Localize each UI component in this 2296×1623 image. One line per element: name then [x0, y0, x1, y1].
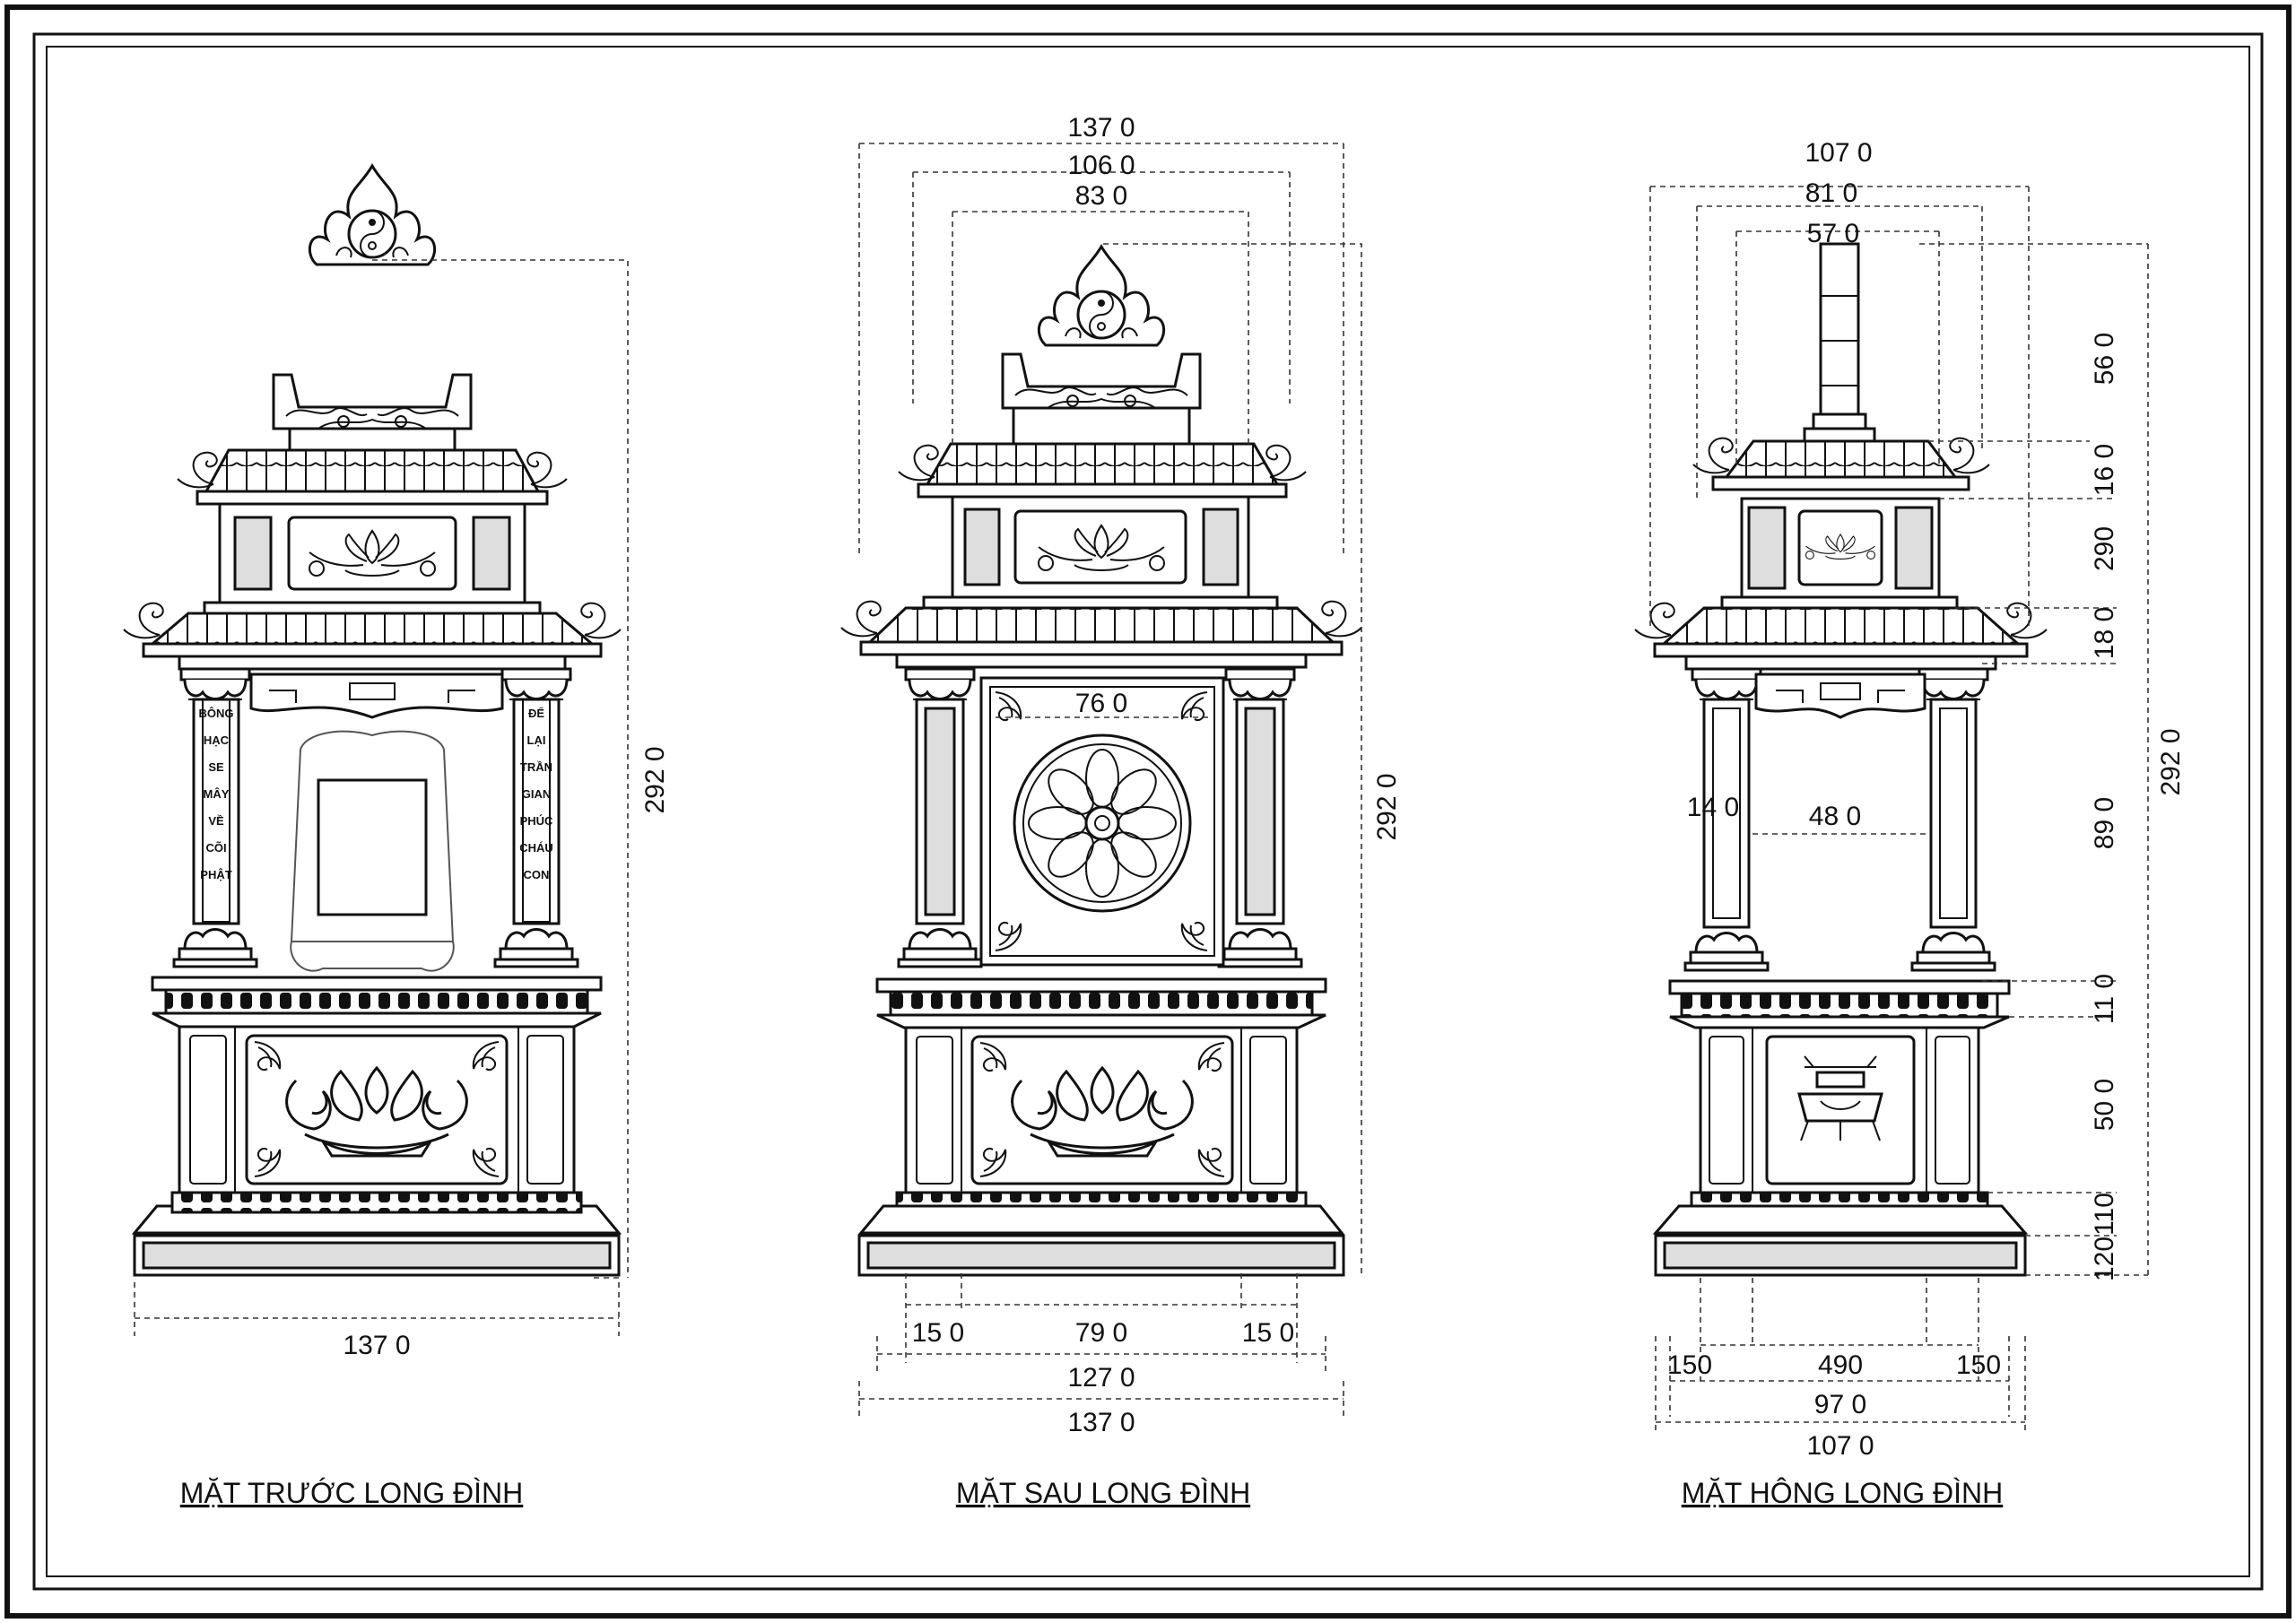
dim-v2: 16 0	[2090, 444, 2119, 496]
view-title: MẶT SAU LONG ĐÌNH	[956, 1477, 1250, 1509]
dim-v6: 11 0	[2090, 974, 2119, 1024]
couplet-char: MÂY	[204, 787, 230, 801]
couplet-char: SE	[208, 760, 224, 774]
dim-b-right: 150	[1956, 1350, 2001, 1380]
dim-top-3: 83 0	[1075, 181, 1127, 211]
dim-v5: 89 0	[2090, 797, 2119, 849]
dim-v3: 290	[2090, 526, 2119, 571]
rear-elevation: 137 0 106 0 83 0 292 0 76 0 15 0 79 0 15…	[840, 113, 1402, 1509]
dim-b-left: 150	[1667, 1350, 1712, 1380]
view-title: MẶT TRƯỚC LONG ĐÌNH	[180, 1477, 524, 1509]
dim-top-3: 57 0	[1807, 219, 1859, 248]
dim-panel: 76 0	[1075, 689, 1127, 718]
couplet-char: LẠI	[527, 733, 546, 747]
dim-v7: 50 0	[2090, 1079, 2119, 1131]
dim-b-mid: 490	[1818, 1350, 1863, 1380]
left-couplet: BÔNG HẠC SE MÂY VỀ CÕI PHẬT	[199, 707, 234, 881]
dim-b-right: 15 0	[1242, 1318, 1294, 1348]
couplet-char: CON	[524, 868, 550, 881]
rosette	[1013, 733, 1192, 913]
dim-v9: 120	[2090, 1237, 2119, 1281]
dim-height: 292 0	[2156, 728, 2186, 795]
dim-height: 292 0	[640, 746, 670, 813]
dim-top-2: 106 0	[1067, 151, 1135, 180]
dim-b-2: 127 0	[1067, 1363, 1135, 1393]
dim-b-2: 97 0	[1814, 1390, 1866, 1419]
couplet-char: PHÚC	[520, 814, 553, 828]
couplet-char: CÕI	[205, 841, 226, 855]
dim-b-mid: 79 0	[1075, 1318, 1127, 1348]
dim-b-3: 107 0	[1806, 1431, 1874, 1461]
dim-width: 137 0	[343, 1331, 410, 1360]
front-elevation: BÔNG HẠC SE MÂY VỀ CÕI PHẬT ĐỂ LẠI TRẦN …	[123, 164, 670, 1509]
inner-frame	[32, 32, 2264, 1591]
dim-b-3: 137 0	[1067, 1408, 1135, 1437]
dim-v8: 110	[2090, 1193, 2119, 1236]
dim-col: 14 0	[1687, 793, 1739, 822]
dim-top-1: 137 0	[1067, 113, 1135, 143]
couplet-char: GIAN	[522, 787, 552, 801]
right-couplet: ĐỂ LẠI TRẦN GIAN PHÚC CHÁU CON	[519, 707, 553, 881]
couplet-char: CHÁU	[519, 841, 553, 855]
dim-height: 292 0	[1372, 773, 1402, 840]
dim-v1: 56 0	[2090, 333, 2119, 385]
incense-burner-motif	[1797, 1055, 1883, 1141]
couplet-char: HẠC	[204, 733, 230, 747]
couplet-char: VỀ	[208, 814, 224, 828]
dim-v4: 18 0	[2090, 607, 2119, 659]
side-elevation: 107 0 81 0 57 0 56 0 16 0 290 18 0 89 0 …	[1634, 138, 2186, 1509]
dim-top-2: 81 0	[1805, 178, 1857, 208]
couplet-char: PHẬT	[200, 868, 231, 881]
couplet-char: ĐỂ	[528, 707, 544, 720]
outer-frame	[4, 4, 2292, 1619]
inner-frame-2	[46, 46, 2250, 1577]
dim-top-1: 107 0	[1805, 138, 1872, 168]
couplet-char: TRẦN	[520, 760, 552, 774]
view-title: MẶT HÔNG LONG ĐÌNH	[1682, 1477, 2004, 1509]
dim-b-left: 15 0	[912, 1318, 964, 1348]
couplet-char: BÔNG	[199, 707, 234, 720]
dim-mid: 48 0	[1809, 802, 1861, 831]
